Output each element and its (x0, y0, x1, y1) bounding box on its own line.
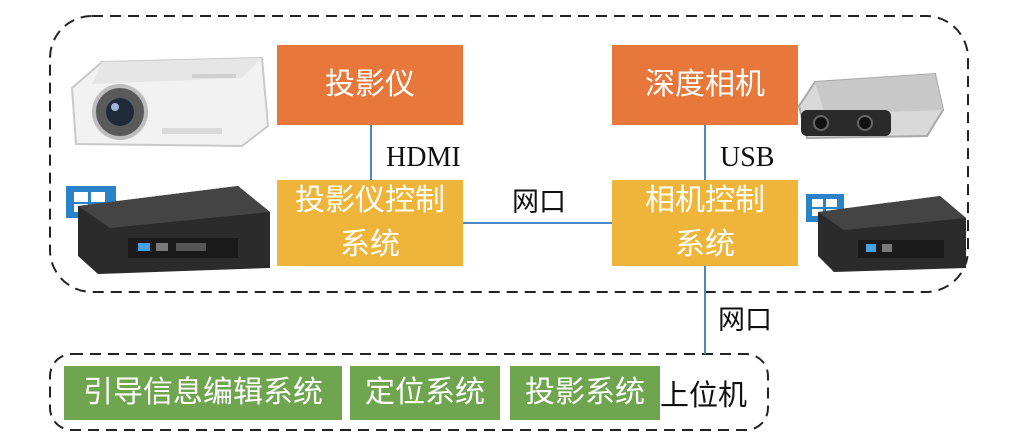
network-label-mid: 网口 (512, 187, 566, 218)
projector-box: 投影仪 (277, 45, 463, 125)
host-module-projection: 投影系统 (510, 366, 660, 420)
hdmi-label: HDMI (386, 142, 461, 173)
host-module-label: 引导信息编辑系统 (83, 375, 323, 410)
host-module-label: 投影系统 (525, 375, 645, 410)
depth-camera-box: 深度相机 (612, 45, 798, 125)
host-module-positioning: 定位系统 (350, 366, 500, 420)
usb-label: USB (720, 142, 775, 173)
depth-camera-icon (795, 66, 945, 146)
mini-pc-icon-right (800, 186, 970, 276)
host-group-border (49, 353, 769, 431)
camera-control-line-2: 系统 (675, 227, 735, 262)
projector-control-line-2: 系统 (340, 227, 400, 262)
projector-control-line-1: 投影仪控制 (295, 183, 445, 218)
host-module-guidance-editing: 引导信息编辑系统 (64, 366, 342, 420)
camera-control-box: 相机控制 系统 (612, 180, 798, 266)
mini-pc-icon-left (58, 176, 273, 276)
depth-camera-box-label: 深度相机 (645, 67, 765, 102)
camera-control-line-1: 相机控制 (645, 183, 765, 218)
projector-box-label: 投影仪 (325, 67, 415, 102)
top-group-border (49, 15, 969, 293)
host-module-label: 定位系统 (365, 375, 485, 410)
projector-control-box: 投影仪控制 系统 (277, 180, 463, 266)
projector-icon (62, 48, 272, 148)
host-label: 上位机 (660, 378, 748, 412)
network-label-down: 网口 (718, 305, 772, 336)
